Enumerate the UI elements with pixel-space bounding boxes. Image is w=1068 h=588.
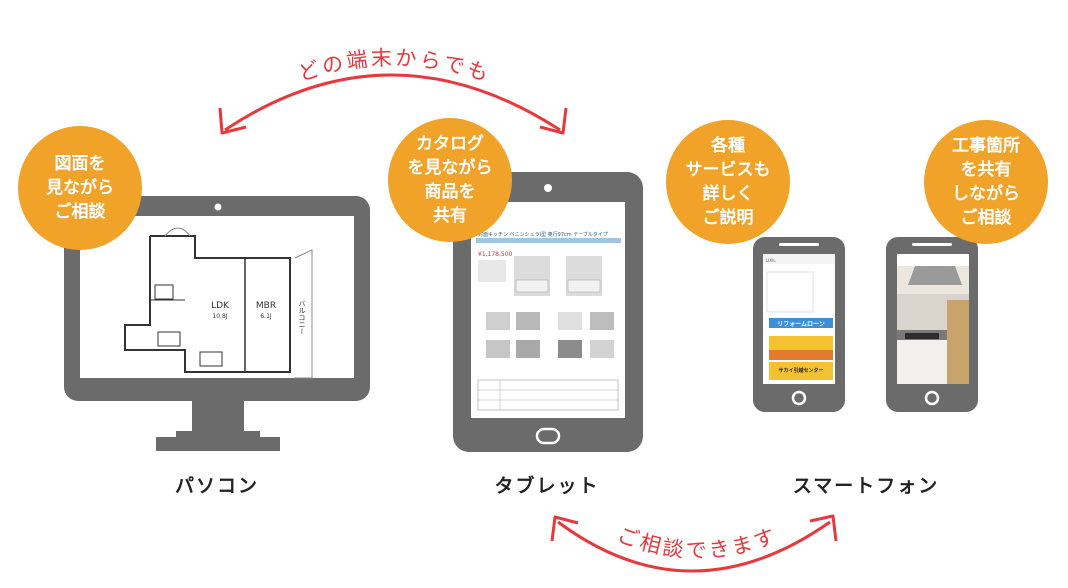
device-label-phone: スマートフォン (793, 475, 939, 497)
bubble-tablet: カタログ を見ながら 商品を 共有 (388, 118, 512, 242)
phone1-app-content (763, 254, 835, 380)
floorplan-room1-size: 10.8J (212, 313, 227, 320)
bubble-phone2-line-2: を共有 (960, 160, 1012, 180)
arc-top-label: どの端末からでも (295, 46, 494, 87)
floorplan-balcony: バルコニー (298, 300, 306, 335)
phone1-banner-center: サカイ引越センター (778, 367, 823, 374)
bubble-phone1-line-2: サービスも (685, 160, 771, 180)
bubble-phone1-line-3: 詳しく (702, 184, 754, 204)
floor-plan (124, 227, 313, 379)
bubble-phone1: 各種 サービスも 詳しく ご説明 (666, 120, 790, 244)
bubble-pc-line-2: 見ながら (46, 178, 114, 198)
floorplan-room2-size: 6.1J (260, 313, 272, 320)
top-double-arrow (218, 73, 568, 135)
bubble-phone2-line-4: ご相談 (960, 208, 1012, 228)
bubble-tablet-line-3: 商品を (424, 182, 476, 202)
bubble-tablet-line-2: を見ながら (407, 158, 493, 178)
kitchen-photo (897, 266, 969, 384)
floorplan-room1: LDK (211, 301, 230, 311)
device-label-tablet: タブレット (494, 474, 599, 497)
floorplan-room2: MBR (256, 301, 276, 311)
bottom-double-arrow (550, 514, 838, 573)
arc-bottom-label: ご相談できます (614, 523, 781, 563)
bubble-phone2-line-3: しながら (952, 184, 1020, 204)
bubble-pc: 図面を 見ながら ご相談 (18, 126, 142, 250)
phone1-banner-loan: リフォームローン (777, 321, 825, 328)
device-label-pc: パソコン (175, 475, 259, 497)
bubble-tablet-line-1: カタログ (416, 134, 484, 154)
catalog-page (476, 238, 621, 411)
bubble-phone1-line-1: 各種 (711, 136, 745, 156)
bubble-pc-line-3: ご相談 (54, 202, 106, 222)
bubble-phone2-line-1: 工事箇所 (952, 136, 1020, 156)
catalog-price: ¥1,178,500 (478, 251, 513, 258)
phone1-brand: LIXIL (766, 258, 776, 263)
catalog-header: 対面キッチン ベニンシュラI型 奥行97cm テーブルタイプ (478, 231, 608, 238)
bubble-phone1-line-4: ご説明 (702, 208, 754, 228)
bubble-tablet-line-4: 共有 (433, 206, 467, 226)
bubble-phone2: 工事箇所 を共有 しながら ご相談 (924, 120, 1048, 244)
bubble-pc-line-1: 図面を (54, 154, 106, 174)
